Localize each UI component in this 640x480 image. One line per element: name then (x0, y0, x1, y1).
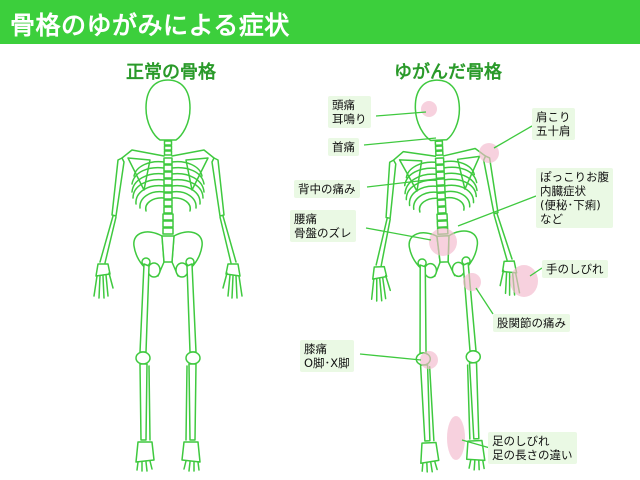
shoulder-highlight (479, 143, 499, 163)
label-line: 五十肩 (536, 124, 571, 138)
label-line: 骨盤のズレ (294, 226, 352, 240)
label-line: 肩こり (536, 110, 571, 124)
label-line: 耳鳴り (332, 112, 367, 126)
label-line: 足のしびれ (492, 434, 550, 448)
label-shoulder: 肩こり 五十肩 (532, 108, 575, 140)
label-lumbar: 腰痛 骨盤のズレ (290, 210, 356, 242)
label-foot: 足のしびれ 足の長さの違い (488, 432, 577, 464)
label-line: 首痛 (332, 140, 355, 154)
label-abdomen: ぽっこりお腹 内臓症状 (便秘･下痢) など (536, 168, 613, 228)
normal-skeleton (93, 79, 243, 472)
label-line: 股関節の痛み (497, 316, 566, 330)
label-line: など (540, 212, 563, 226)
label-line: 足の長さの違い (492, 448, 573, 462)
label-line: 内臓症状 (540, 184, 586, 198)
label-line: 腰痛 (294, 212, 317, 226)
header-banner: 骨格のゆがみによる症状 (0, 0, 640, 44)
label-line: 手のしびれ (546, 262, 604, 276)
lumbar-highlight (429, 228, 457, 256)
knee-highlight (420, 351, 438, 369)
label-head: 頭痛 耳鳴り (328, 96, 371, 128)
hip-highlight (463, 273, 481, 291)
label-line: 背中の痛み (298, 182, 356, 196)
label-line: O脚･X脚 (304, 356, 350, 370)
foot-highlight (447, 416, 465, 460)
page-title: 骨格のゆがみによる症状 (10, 11, 290, 40)
label-back: 背中の痛み (294, 180, 360, 198)
label-knee: 膝痛 O脚･X脚 (300, 340, 354, 372)
label-line: 膝痛 (304, 342, 327, 356)
head-highlight (421, 101, 437, 117)
normal-skeleton-title: 正常の骨格 (126, 62, 216, 83)
label-hip: 股関節の痛み (493, 314, 570, 332)
label-neck: 首痛 (328, 138, 359, 156)
label-line: 頭痛 (332, 98, 355, 112)
distorted-skeleton-title: ゆがんだ骨格 (394, 62, 502, 83)
label-line: (便秘･下痢) (540, 198, 601, 212)
distorted-skeleton (361, 76, 528, 475)
label-hand: 手のしびれ (542, 260, 608, 278)
hand-highlight (510, 265, 538, 297)
label-line: ぽっこりお腹 (540, 170, 609, 184)
